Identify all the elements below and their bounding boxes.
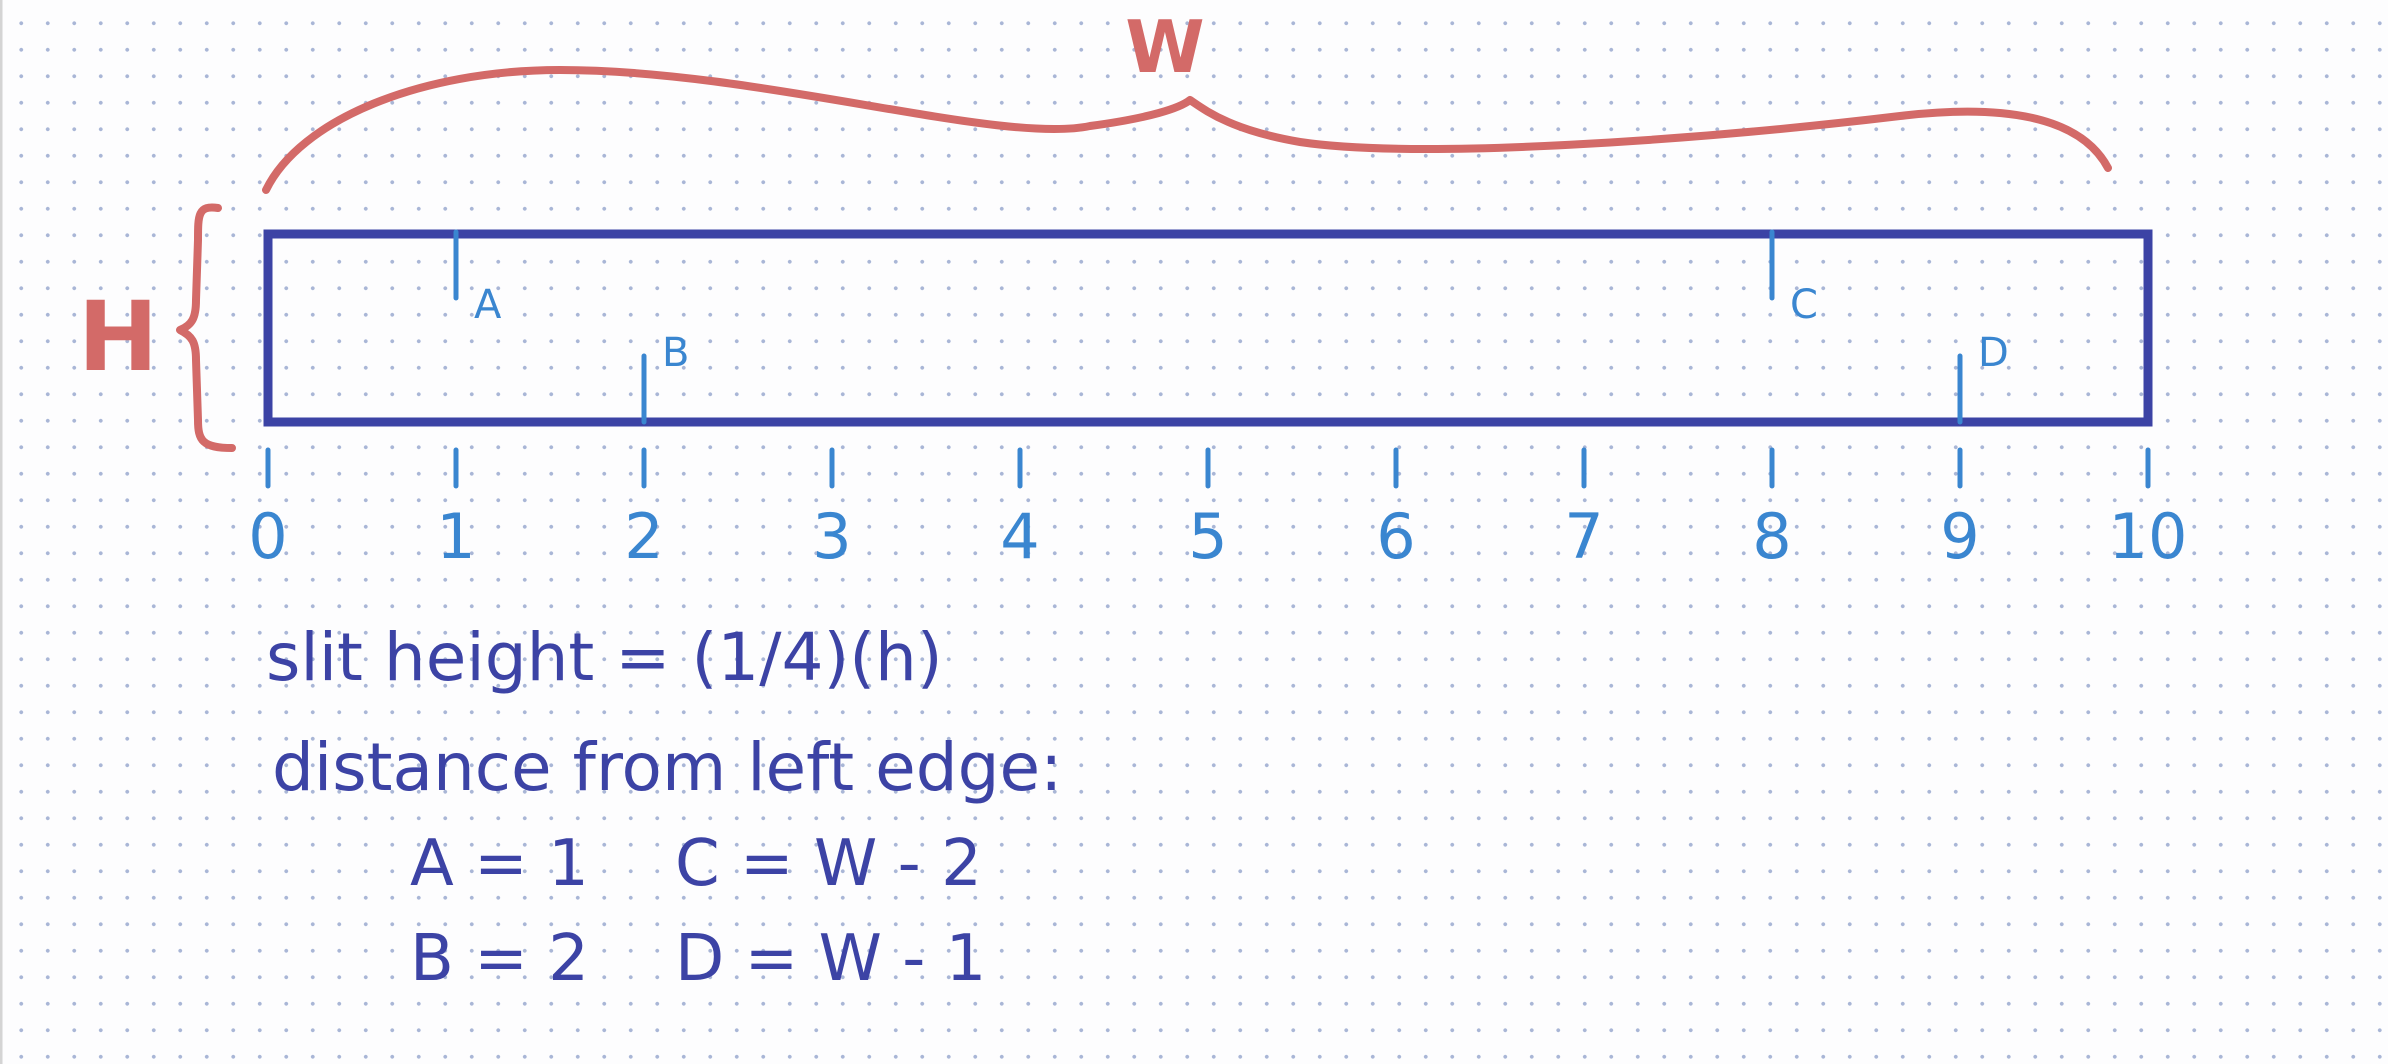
scale-tick-label: 2 bbox=[624, 500, 663, 573]
slit-label-a: A bbox=[474, 282, 502, 328]
scale-tick-label: 6 bbox=[1376, 500, 1415, 573]
slits-group: A B C D bbox=[453, 229, 2009, 425]
note-slit-b: B = 2 bbox=[410, 922, 589, 996]
note-slit-c: C = W - 2 bbox=[675, 827, 982, 901]
scale-tick-label: 5 bbox=[1188, 500, 1227, 573]
note-slit-d: D = W - 1 bbox=[675, 922, 986, 996]
width-brace bbox=[262, 66, 2112, 194]
scale-tick-label: 8 bbox=[1752, 500, 1791, 573]
note-slit-height: slit height = (1/4)(h) bbox=[266, 619, 943, 696]
scale-group: 0 1 2 3 4 5 6 7 8 9 10 bbox=[248, 447, 2188, 573]
width-label: W bbox=[1125, 5, 1204, 89]
box-outline bbox=[263, 229, 2153, 427]
slit-label-b: B bbox=[662, 330, 689, 376]
scale-tick-label: 0 bbox=[248, 500, 287, 573]
scale-tick-label: 1 bbox=[436, 500, 475, 573]
note-slit-a: A = 1 bbox=[410, 827, 589, 901]
slit-label-d: D bbox=[1978, 330, 2009, 376]
height-label: H bbox=[78, 281, 158, 393]
note-distance-heading: distance from left edge: bbox=[272, 729, 1062, 806]
scale-tick-label: 10 bbox=[2109, 500, 2188, 573]
scale-tick-label: 7 bbox=[1564, 500, 1603, 573]
scale-tick-label: 9 bbox=[1940, 500, 1979, 573]
height-brace bbox=[176, 203, 236, 452]
scale-tick-label: 4 bbox=[1000, 500, 1039, 573]
slit-label-c: C bbox=[1790, 282, 1818, 328]
scale-tick-label: 3 bbox=[812, 500, 851, 573]
